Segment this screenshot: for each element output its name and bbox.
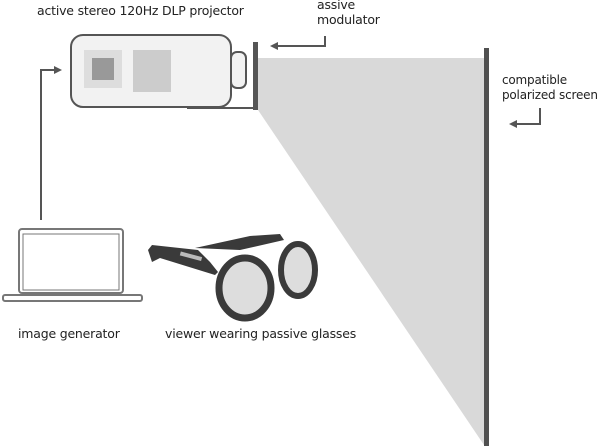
- modulator-label-line2: modulator: [317, 12, 380, 27]
- projector-icon: [70, 34, 247, 108]
- image-generator-label: image generator: [18, 326, 120, 341]
- projector-label: active stereo 120Hz DLP projector: [37, 3, 244, 18]
- screen-arrow-icon: [509, 108, 541, 128]
- passive-modulator-icon: [187, 42, 258, 110]
- screen-label-line2: polarized screen: [502, 88, 598, 102]
- viewer-label: viewer wearing passive glasses: [165, 326, 357, 341]
- passive-glasses-icon: [148, 234, 318, 322]
- signal-arrow-icon: [40, 66, 62, 220]
- laptop-icon: [2, 228, 143, 302]
- screen-label-line1: compatible: [502, 73, 567, 87]
- modulator-arrow-icon: [270, 36, 326, 50]
- polarized-screen: [484, 48, 489, 446]
- light-beam: [258, 58, 484, 445]
- modulator-label-line1: assive: [317, 0, 356, 12]
